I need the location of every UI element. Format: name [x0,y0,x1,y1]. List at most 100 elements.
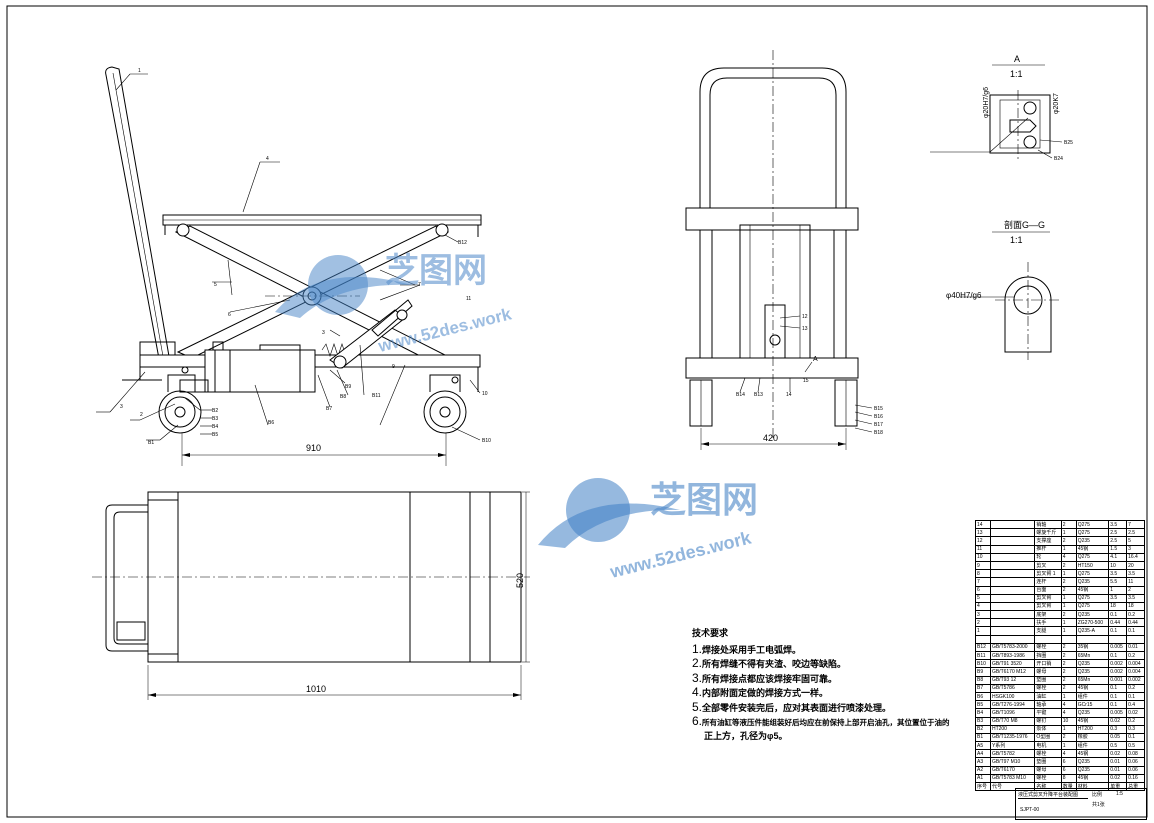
bom-cell: 3.5 [1126,569,1145,579]
bom-cell: 2 [1060,667,1077,677]
bom-cell: 3.5 [1126,593,1145,603]
bom-cell: 4 [1060,708,1077,718]
bom-cell [989,634,1036,644]
bom-cell: 电机 [1034,741,1062,751]
bom-cell [989,528,1036,538]
bom-cell: 65Mn [1075,675,1110,685]
bom-cell: 2 [1060,577,1077,587]
bom-cell: 0.3 [1126,724,1145,734]
bom-cell: 0.02 [1108,716,1128,726]
bom-cell: 0.2 [1126,716,1145,726]
front-table-top [685,207,859,231]
bom-cell: 2 [1060,642,1077,653]
bom-cell: 连杆 [1034,577,1062,587]
bom-cell: GB/T5783-2000 [989,642,1036,653]
note-item: 1.焊接处采用手工电弧焊。 [692,641,802,656]
bom-cell: 1 [975,626,991,636]
svg-text:B14: B14 [736,392,745,398]
bom-cell: 0.1 [1108,691,1128,702]
bom-cell: 35钢 [1075,642,1110,653]
bom-cell: 0.1 [1126,732,1145,743]
bom-cell: 3.5 [1108,569,1128,579]
bom-cell: 组件 [1075,691,1110,702]
bom-cell: 3 [975,610,991,620]
side-leaders [96,73,481,441]
bom-cell: 剪叉臂 [1034,601,1062,612]
bom-cell: 4 [1060,552,1077,562]
bom-cell: Q275 [1075,593,1110,603]
bom-cell [975,634,991,644]
svg-text:B17: B17 [874,422,883,428]
svg-text:A: A [1014,54,1020,64]
note-item: 6.所有油缸等液压件能组装好后均应在前保持上部开启油孔，其位置位于油的 [692,714,950,728]
bom-cell: GCr15 [1075,700,1110,710]
bom-cell: 1 [1060,601,1077,612]
bom-cell: 0.3 [1108,724,1128,734]
bom-cell [989,577,1036,587]
bom-cell: 3.5 [1108,519,1128,530]
bom-cell: 1 [1060,724,1077,734]
bom-cell: 0.2 [1126,683,1145,693]
bom-cell: 3.5 [1108,593,1128,603]
bom-cell: Q275 [1075,519,1110,530]
svg-text:B12: B12 [458,240,467,246]
bom-cell: 45钢 [1075,544,1110,554]
svg-text:3: 3 [322,330,325,336]
dim-side-length: 910 [306,443,321,453]
svg-text:B18: B18 [874,430,883,436]
svg-text:B2: B2 [212,408,218,414]
title-block-name: 液压式剪叉升降平台装配图 [1018,791,1088,799]
bom-cell: 20 [1126,560,1145,571]
bom-cell: 2.5 [1108,528,1128,538]
bom-cell: A2 [975,765,991,775]
svg-text:B10: B10 [482,438,491,444]
bom-cell: 挡圈 [1034,650,1062,661]
bom-cell: 0.02 [1126,708,1145,718]
bom-cell: 螺钉 [1034,716,1062,726]
bom-cell [989,560,1036,571]
bom-cell: 10 [1108,560,1128,571]
bom-cell: GB/T1096 [989,708,1036,718]
bom-cell: 2 [975,618,991,628]
bom-cell: 3 [1126,544,1145,554]
note-item: 正上方，孔径为φ5。 [704,730,788,741]
top-view: 1010 520 [92,491,530,700]
note-item: 4.内部附面定做的焊接方式一样。 [692,685,829,699]
bom-cell: 螺旋千斤 [1034,528,1062,538]
handle-bar [105,66,171,365]
bom-cell: 2 [1060,519,1077,530]
bom-cell: 1 [1060,618,1077,628]
bom-cell: 螺母 [1034,765,1062,775]
bom-cell [989,519,1036,530]
bom-cell: Q275 [1075,552,1110,562]
bom-cell: 2 [1060,732,1077,743]
bom-cell: 0.01 [1126,642,1145,653]
bom-cell: 剪叉 [1034,560,1062,571]
bom-cell: Q275 [1075,528,1110,538]
bom-cell: Q235 [1075,757,1110,767]
bom-cell: 1 [1060,741,1077,751]
svg-text:φ20K7: φ20K7 [1053,93,1060,114]
bom-cell: 垫圈 [1034,757,1062,767]
note-item: 3.所有焊接点都应该焊接牢固可靠。 [692,670,838,685]
bom-cell: 0.08 [1126,749,1145,759]
bom-cell: GB/T893-1986 [989,650,1036,661]
bom-cell: 垫圈 [1034,675,1062,685]
bom-cell: B8 [975,675,991,685]
bom-cell: 45钢 [1075,716,1110,726]
svg-text:13: 13 [802,326,808,332]
bom-cell: 总重 [1126,781,1145,792]
bom-cell: GB/T91 3520 [989,659,1036,669]
bom-cell: Q235 [1075,667,1110,677]
